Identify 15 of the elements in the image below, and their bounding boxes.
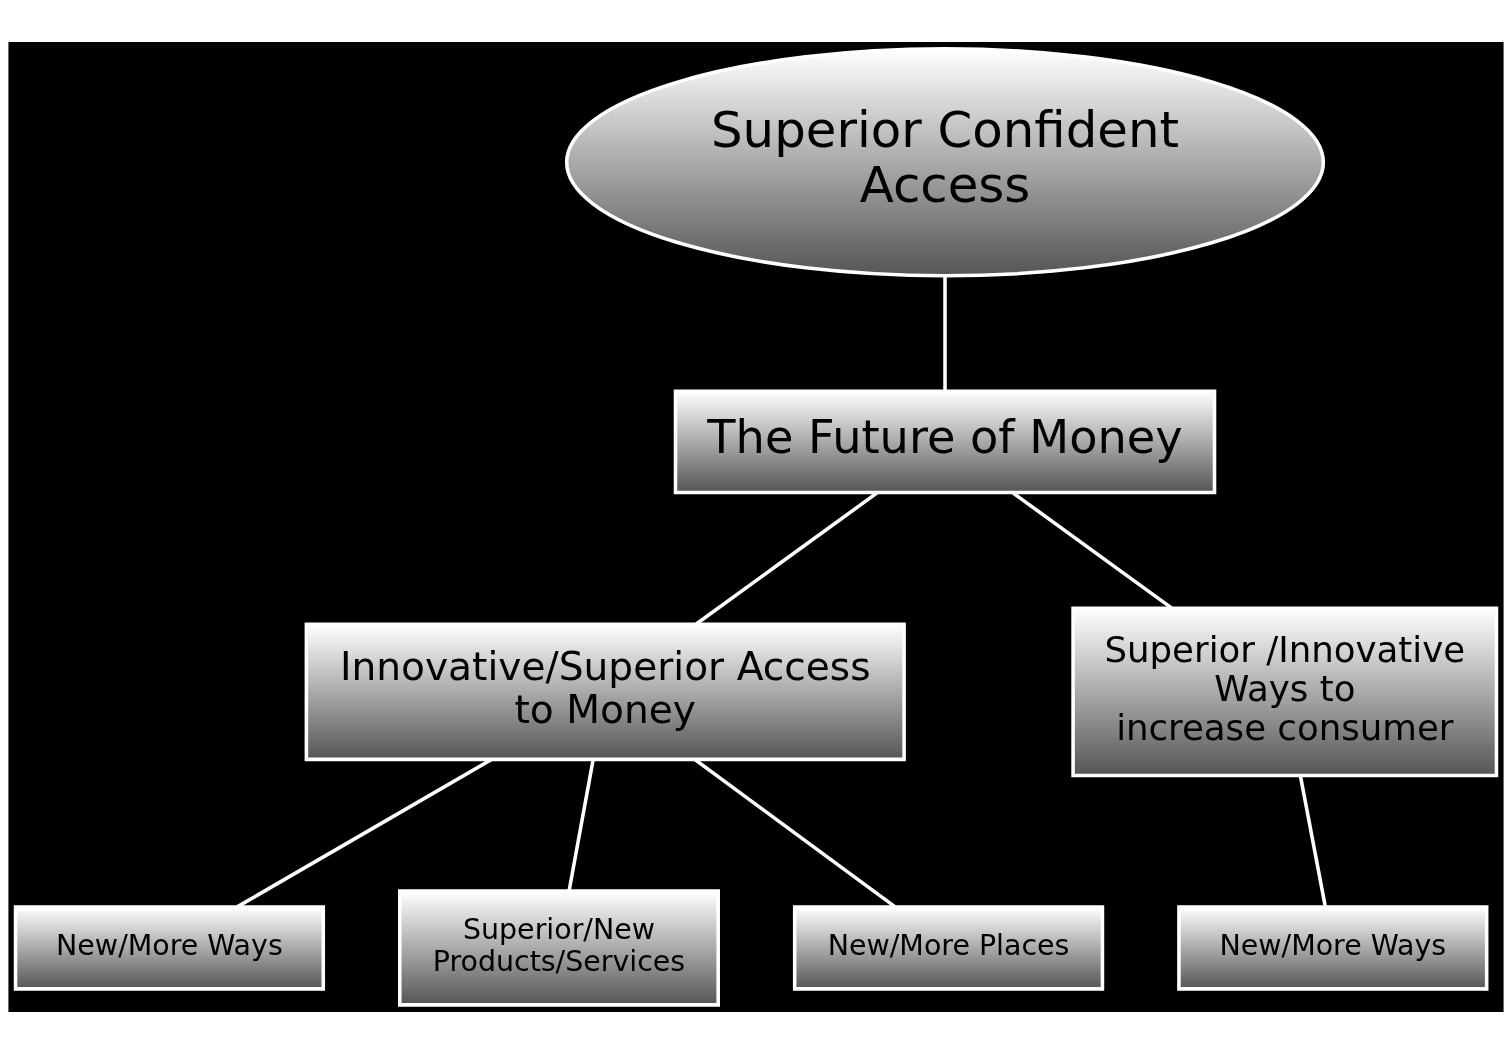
node-box: Superior/New Products/Services (398, 889, 720, 1007)
node-box: New/More Places (792, 905, 1105, 991)
connector (693, 758, 897, 909)
connector (567, 759, 595, 891)
connector (236, 758, 493, 909)
node-box: The Future of Money (673, 389, 1217, 495)
connector (695, 491, 879, 626)
connector (1298, 775, 1328, 908)
node-ellipse: Superior Confident Access (564, 47, 1326, 278)
node-box: Superior /Innovative Ways to increase consumer (1071, 606, 1499, 778)
node-box: Innovative/Superior Access to Money (304, 622, 906, 762)
node-box: New/More Ways (13, 905, 326, 991)
connector (1011, 491, 1173, 610)
connector (943, 275, 947, 391)
node-box: New/More Ways (1177, 905, 1489, 991)
